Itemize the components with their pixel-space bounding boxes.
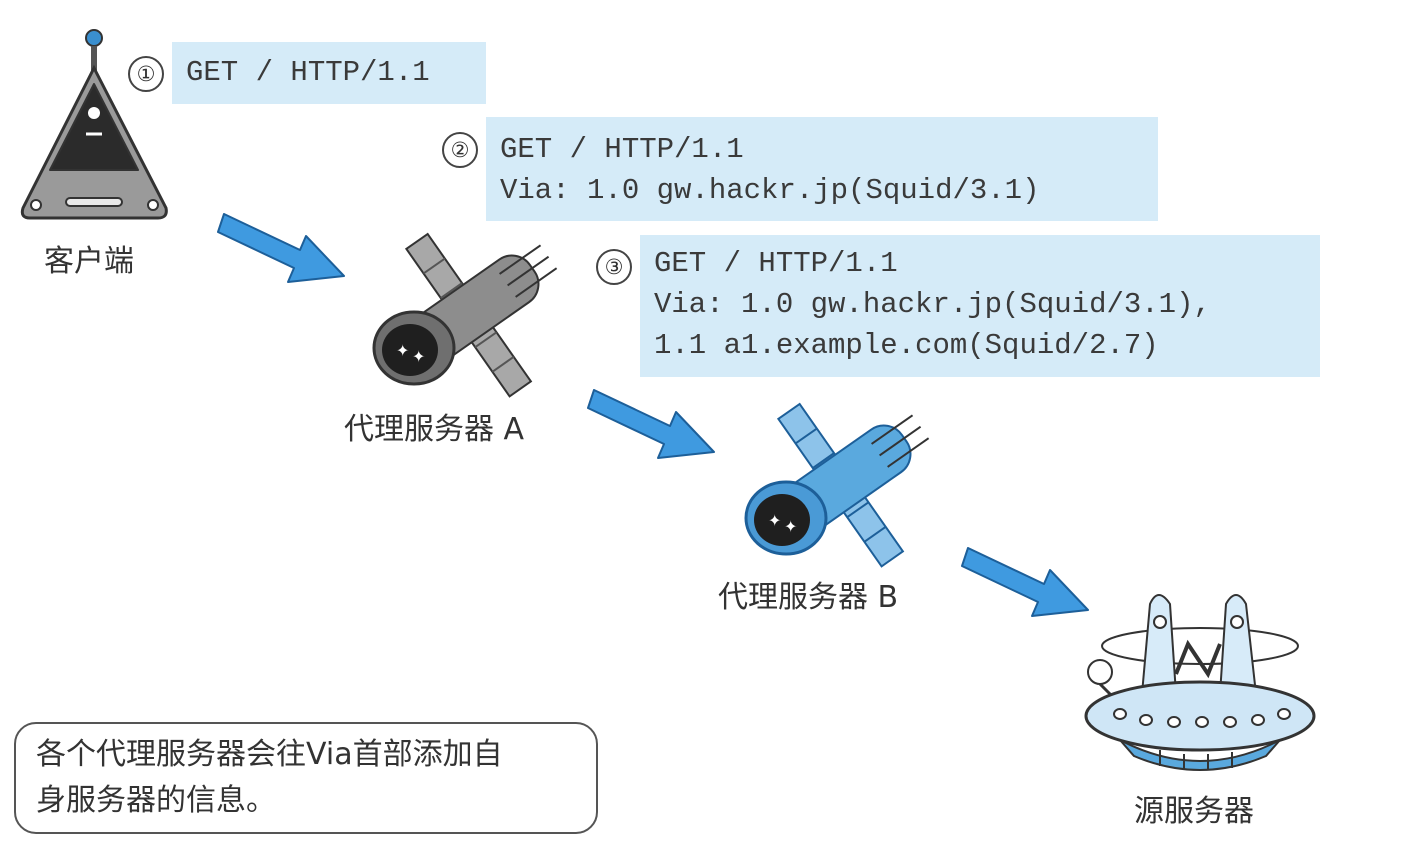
step-1-line-1: GET / HTTP/1.1: [186, 56, 430, 89]
proxy-b-label: 代理服务器 B: [718, 580, 899, 615]
step-2-number: ②: [442, 132, 478, 168]
step-3-request-box: GET / HTTP/1.1 Via: 1.0 gw.hackr.jp(Squi…: [640, 235, 1320, 377]
origin-server-ufo-icon: [1084, 594, 1316, 771]
arrow-icon: [217, 213, 345, 283]
origin-server-label: 源服务器: [1134, 794, 1254, 829]
arrow-icon: [961, 547, 1089, 617]
note-line-2: 身服务器的信息。: [36, 783, 276, 818]
svg-text:✦: ✦: [768, 511, 781, 530]
note-box: 各个代理服务器会往Via首部添加自 身服务器的信息。: [14, 722, 598, 834]
step-3-line-1: GET / HTTP/1.1: [654, 247, 898, 280]
step-3-line-3: 1.1 a1.example.com(Squid/2.7): [654, 329, 1159, 362]
svg-text:✦: ✦: [784, 517, 797, 536]
client-device-icon: [20, 29, 168, 220]
arrow-icon: [587, 389, 715, 459]
step-2-request-box: GET / HTTP/1.1 Via: 1.0 gw.hackr.jp(Squi…: [486, 117, 1158, 221]
step-3-number: ③: [596, 249, 632, 285]
proxy-a-satellite-icon: ✦ ✦: [372, 232, 558, 398]
svg-text:✦: ✦: [396, 341, 409, 360]
step-1-request-box: GET / HTTP/1.1: [172, 42, 486, 104]
step-2-line-2: Via: 1.0 gw.hackr.jp(Squid/3.1): [500, 174, 1040, 207]
step-2-line-1: GET / HTTP/1.1: [500, 133, 744, 166]
step-1-number: ①: [128, 56, 164, 92]
client-label: 客户端: [44, 244, 134, 279]
note-line-1: 各个代理服务器会往Via首部添加自: [36, 737, 503, 772]
svg-text:✦: ✦: [412, 347, 425, 366]
proxy-b-satellite-icon: ✦ ✦: [744, 402, 930, 568]
proxy-a-label: 代理服务器 A: [344, 412, 525, 447]
step-3-line-2: Via: 1.0 gw.hackr.jp(Squid/3.1),: [654, 288, 1211, 321]
